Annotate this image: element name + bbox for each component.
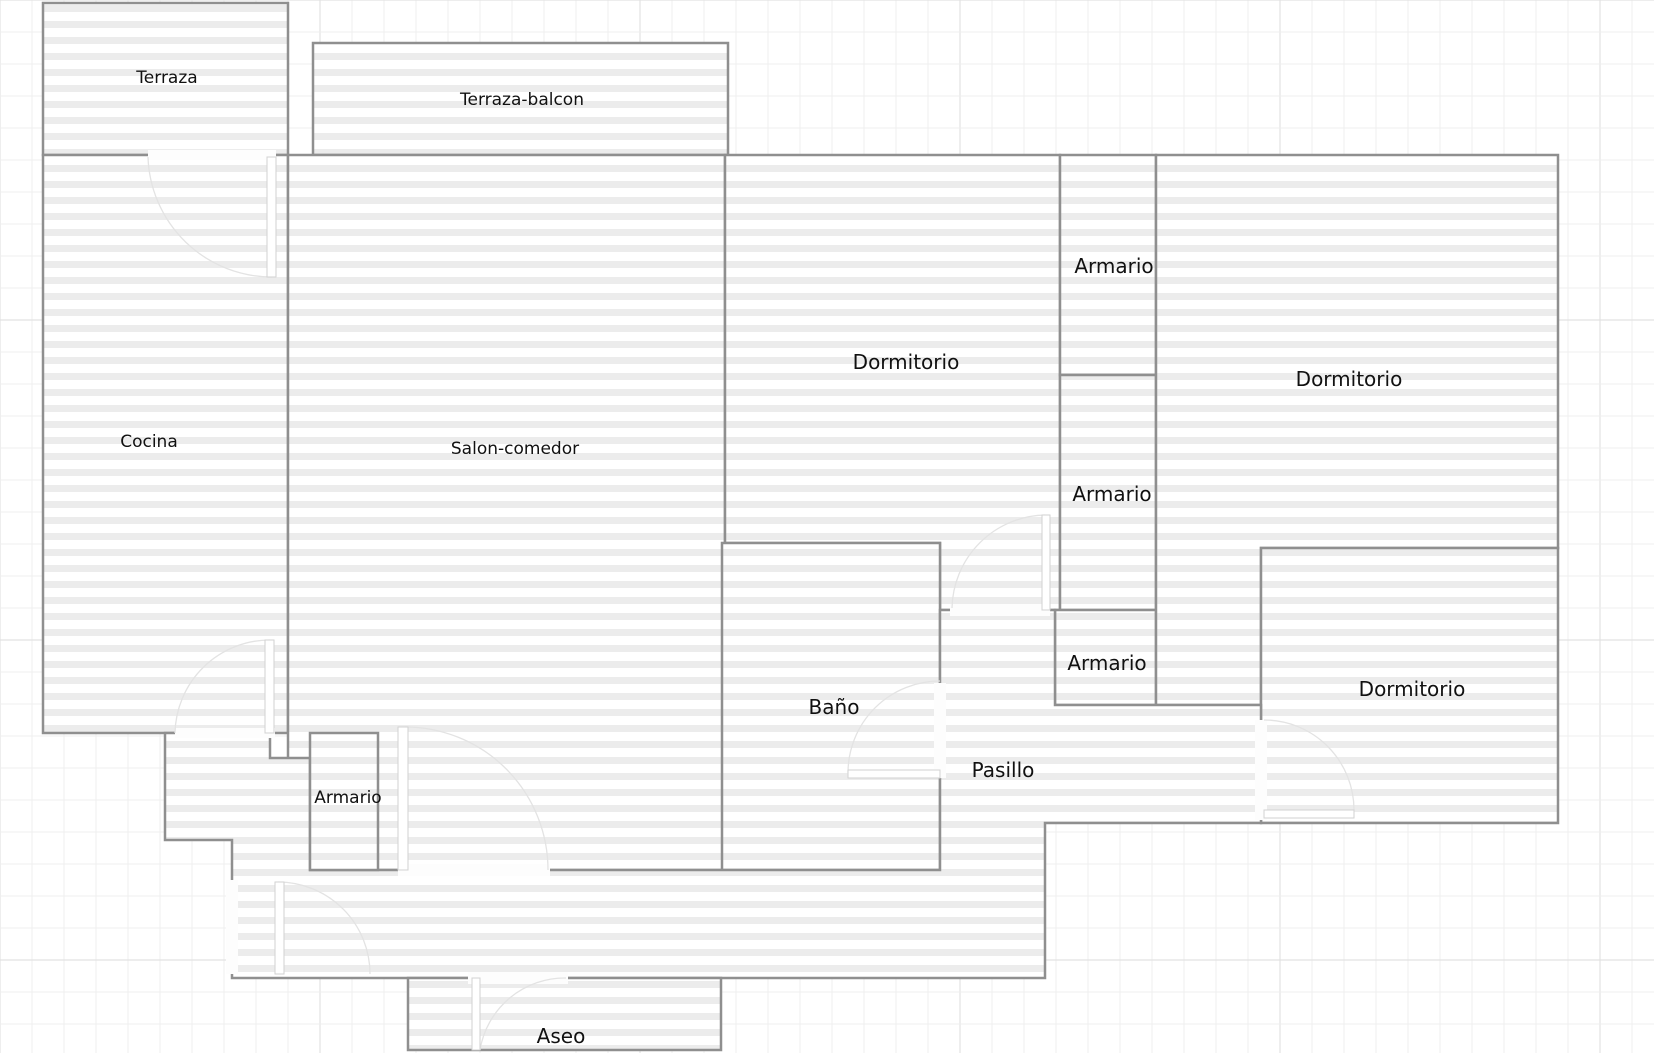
- label-cocina: Cocina: [120, 432, 178, 452]
- room-armario-4: [308, 731, 380, 872]
- label-dormitorio-3: Dormitorio: [1359, 677, 1466, 701]
- label-terraza: Terraza: [135, 68, 197, 88]
- room-armario-1: [1058, 153, 1158, 377]
- room-armario-3: [1053, 608, 1158, 707]
- room-aseo: [406, 976, 723, 1052]
- label-armario-2: Armario: [1072, 482, 1151, 506]
- door-leaf: [266, 156, 277, 278]
- rooms: [41, 1, 1560, 1052]
- room-bano: [720, 541, 942, 872]
- label-terraza-balcon: Terraza-balcon: [459, 90, 584, 110]
- label-armario-4: Armario: [314, 788, 381, 808]
- doors: [147, 150, 1355, 1051]
- label-salon-comedor: Salon-comedor: [451, 439, 579, 459]
- label-bano: Baño: [809, 695, 860, 719]
- room-dormitorio-3: [1259, 546, 1560, 825]
- label-aseo: Aseo: [537, 1024, 586, 1048]
- room-labels: Terraza Terraza-balcon Cocina Salon-come…: [120, 68, 1465, 1048]
- label-pasillo: Pasillo: [972, 758, 1035, 782]
- label-dormitorio-2: Dormitorio: [1296, 367, 1403, 391]
- room-terraza: [41, 1, 290, 157]
- door-arc: [147, 156, 273, 278]
- room-cocina: [41, 153, 290, 735]
- label-armario-3: Armario: [1067, 651, 1146, 675]
- room-terraza-balcon: [311, 41, 730, 157]
- label-armario-1: Armario: [1074, 254, 1153, 278]
- label-dormitorio-1: Dormitorio: [853, 350, 960, 374]
